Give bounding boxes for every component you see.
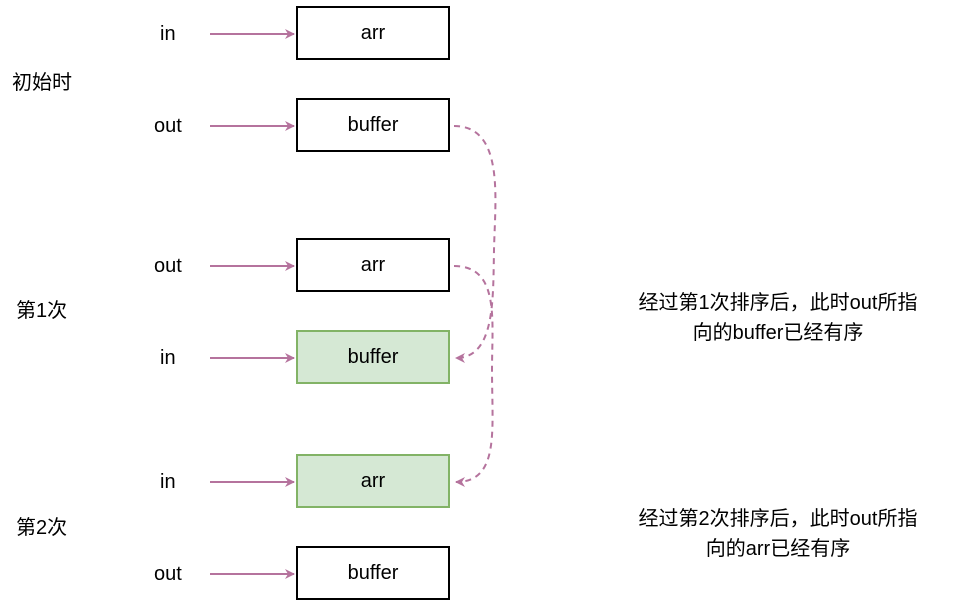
array-box-arr-sorted: arr (296, 454, 450, 508)
section-label-initial: 初始时 (12, 72, 72, 94)
note-pass2-line2: 向的arr已经有序 (705, 538, 851, 560)
pointer-label-out: out (154, 563, 182, 585)
pointer-label-out: out (154, 255, 182, 277)
array-box-buffer-sorted: buffer (296, 330, 450, 384)
note-pass1-line1: 经过第1次排序后，此时out所指 (638, 292, 918, 314)
dashed-connector-buffer-to-buffer (453, 125, 497, 363)
dashed-connector-arr-to-arr (453, 265, 494, 487)
array-box-buffer: buffer (296, 98, 450, 152)
array-box-arr: arr (296, 238, 450, 292)
pointer-label-out: out (154, 115, 182, 137)
note-pass2: 经过第2次排序后，此时out所指 向的arr已经有序 (598, 504, 956, 564)
note-pass1: 经过第1次排序后，此时out所指 向的buffer已经有序 (598, 288, 956, 348)
note-pass2-line1: 经过第2次排序后，此时out所指 (638, 508, 918, 530)
pointer-label-in: in (160, 23, 176, 45)
pointer-label-in: in (160, 471, 176, 493)
note-pass1-line2: 向的buffer已经有序 (692, 322, 864, 344)
section-label-pass1: 第1次 (16, 300, 68, 322)
array-box-arr: arr (296, 6, 450, 60)
array-box-buffer: buffer (296, 546, 450, 600)
section-label-pass2: 第2次 (16, 517, 68, 539)
pointer-label-in: in (160, 347, 176, 369)
